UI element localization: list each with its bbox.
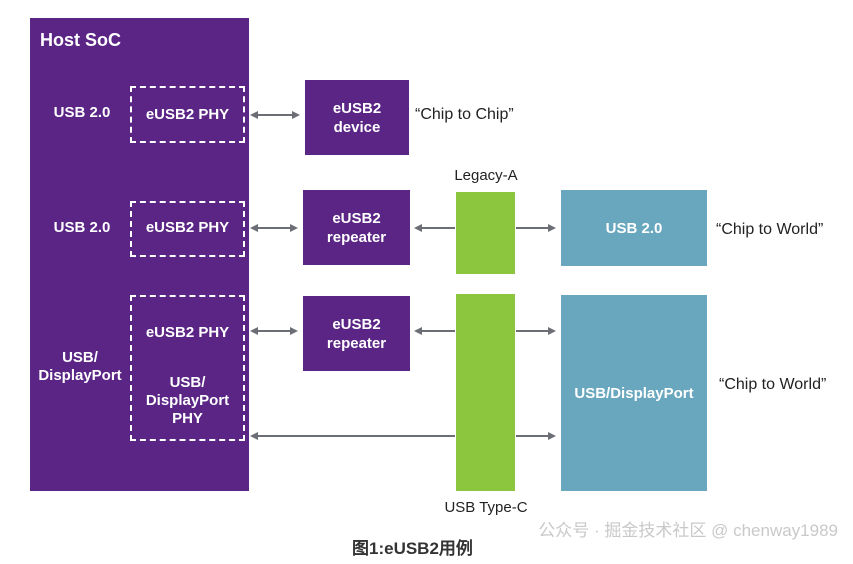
host-soc-block xyxy=(30,18,249,491)
usb2-endpoint-label: USB 2.0 xyxy=(605,219,663,237)
usb-dp-endpoint-box: USB/DisplayPort xyxy=(561,295,707,491)
phy-1-label: eUSB2 PHY xyxy=(145,106,230,123)
eusb2-repeater-2-box: eUSB2 repeater xyxy=(303,296,410,371)
watermark-text: 公众号 · 掘金技术社区 @ chenway1989 xyxy=(538,521,838,540)
type-c-label: USB Type-C xyxy=(444,499,528,516)
phy-3a-label: eUSB2 PHY xyxy=(145,324,230,341)
chip-to-world-annotation-2: “Chip to World” xyxy=(719,376,827,393)
figure-caption: 图1:eUSB2用例 xyxy=(352,539,473,558)
legacy-a-label: Legacy-A xyxy=(454,167,518,184)
usb2-endpoint-box: USB 2.0 xyxy=(561,190,707,266)
legacy-a-connector xyxy=(456,192,515,274)
host-soc-title: Host SoC xyxy=(40,30,121,50)
chip-to-world-annotation-1: “Chip to World” xyxy=(716,221,824,238)
eusb2-repeater-1-label: eUSB2 repeater xyxy=(326,209,387,246)
chip-to-chip-annotation: “Chip to Chip” xyxy=(415,106,514,123)
host-row3-label: USB/ DisplayPort xyxy=(38,349,122,384)
phy-2-label: eUSB2 PHY xyxy=(145,219,230,236)
type-c-connector xyxy=(456,294,515,491)
usb-dp-endpoint-label: USB/DisplayPort xyxy=(574,384,694,402)
host-row2-label: USB 2.0 xyxy=(53,219,111,236)
eusb2-repeater-1-box: eUSB2 repeater xyxy=(303,190,410,265)
phy-3b-label: USB/ DisplayPort PHY xyxy=(145,374,230,427)
phy-box-3 xyxy=(130,295,245,441)
eusb2-repeater-2-label: eUSB2 repeater xyxy=(326,315,387,352)
eusb2-device-label: eUSB2 device xyxy=(332,99,382,136)
phy-box-2 xyxy=(130,201,245,257)
eusb2-device-box: eUSB2 device xyxy=(305,80,409,155)
host-row1-label: USB 2.0 xyxy=(53,104,111,121)
phy-box-1: eUSB2 PHY xyxy=(130,86,245,143)
